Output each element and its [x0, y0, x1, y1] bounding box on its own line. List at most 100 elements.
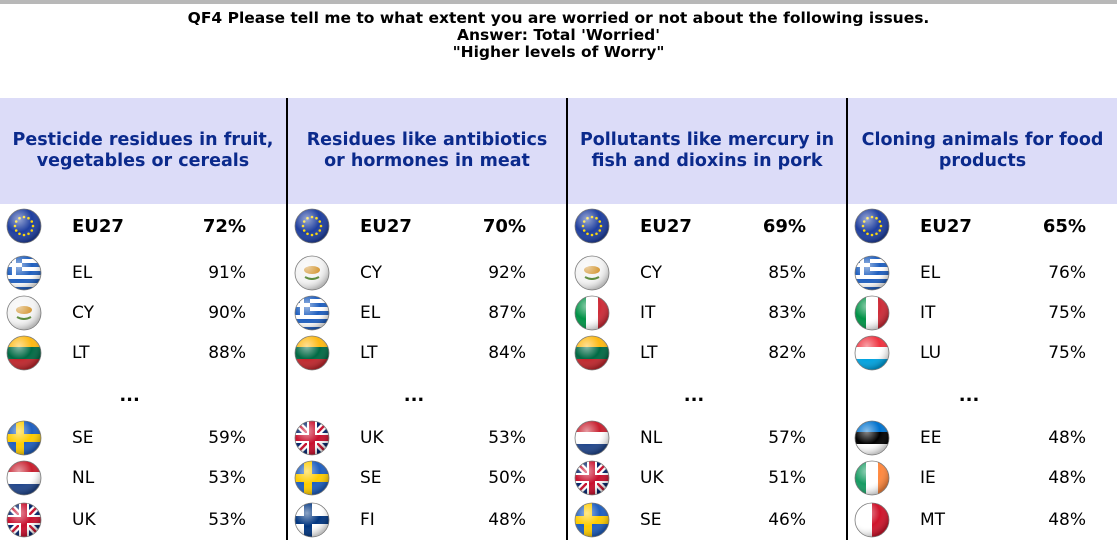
value-label: 84%: [488, 343, 526, 363]
value-label: 48%: [1048, 468, 1086, 488]
country-code: EU27: [920, 215, 972, 237]
country-code: IT: [920, 303, 936, 323]
italy-flag-icon: [574, 295, 610, 331]
cyprus-flag-icon: [294, 255, 330, 291]
column-header: Residues like antibiotics or hormones in…: [288, 98, 566, 204]
country-code: EL: [360, 303, 381, 323]
value-label: 46%: [768, 510, 806, 530]
country-code: CY: [360, 263, 382, 283]
table-row: UK 53%: [0, 500, 288, 540]
country-code: CY: [640, 263, 662, 283]
country-code: EU27: [360, 215, 412, 237]
table-row: SE 50%: [288, 458, 568, 498]
column-3: Pollutants like mercury in fish and diox…: [568, 98, 848, 540]
malta-flag-icon: [854, 502, 890, 538]
eu-average-row: EU27 65%: [848, 206, 1117, 246]
eu-flag-icon: [6, 208, 42, 244]
greece-flag-icon: [294, 295, 330, 331]
ranking-table: Pesticide residues in fruit, vegetables …: [0, 98, 1117, 540]
value-label: 53%: [208, 468, 246, 488]
value-label: 83%: [768, 303, 806, 323]
ellipsis: ...: [119, 385, 140, 406]
value-label: 88%: [208, 343, 246, 363]
lithuania-flag-icon: [294, 335, 330, 371]
country-code: EE: [920, 428, 942, 448]
chart-title: QF4 Please tell me to what extent you ar…: [0, 10, 1117, 61]
title-line-2: Answer: Total 'Worried': [457, 26, 660, 44]
value-label: 72%: [202, 215, 246, 237]
value-label: 65%: [1042, 215, 1086, 237]
sweden-flag-icon: [574, 502, 610, 538]
greece-flag-icon: [854, 255, 890, 291]
column-divider: [846, 98, 848, 540]
country-code: LT: [640, 343, 658, 363]
value-label: 76%: [1048, 263, 1086, 283]
country-code: CY: [72, 303, 94, 323]
value-label: 85%: [768, 263, 806, 283]
cyprus-flag-icon: [574, 255, 610, 291]
table-row: FI 48%: [288, 500, 568, 540]
country-code: SE: [72, 428, 94, 448]
eu-flag-icon: [574, 208, 610, 244]
country-code: EL: [920, 263, 941, 283]
value-label: 92%: [488, 263, 526, 283]
country-code: NL: [640, 428, 663, 448]
country-code: NL: [72, 468, 95, 488]
table-row: EE 48%: [848, 418, 1117, 458]
column-divider: [286, 98, 288, 540]
table-row: SE 59%: [0, 418, 288, 458]
country-code: FI: [360, 510, 375, 530]
title-line-1: QF4 Please tell me to what extent you ar…: [187, 9, 930, 27]
value-label: 48%: [488, 510, 526, 530]
value-label: 70%: [482, 215, 526, 237]
table-row: EL 76%: [848, 253, 1117, 293]
uk-flag-icon: [294, 420, 330, 456]
finland-flag-icon: [294, 502, 330, 538]
ellipsis: ...: [403, 385, 425, 406]
value-label: 51%: [768, 468, 806, 488]
column-2: Residues like antibiotics or hormones in…: [288, 98, 568, 540]
sweden-flag-icon: [294, 460, 330, 496]
table-row: CY 92%: [288, 253, 568, 293]
country-code: SE: [360, 468, 382, 488]
value-label: 59%: [208, 428, 246, 448]
column-header: Cloning animals for food products: [848, 98, 1117, 204]
netherlands-flag-icon: [574, 420, 610, 456]
country-code: MT: [920, 510, 946, 530]
country-code: EU27: [640, 215, 692, 237]
country-code: LT: [360, 343, 378, 363]
value-label: 50%: [488, 468, 526, 488]
country-code: SE: [640, 510, 662, 530]
eu-flag-icon: [854, 208, 890, 244]
cyprus-flag-icon: [6, 295, 42, 331]
country-code: UK: [640, 468, 664, 488]
title-line-3: "Higher levels of Worry": [452, 43, 665, 61]
value-label: 48%: [1048, 428, 1086, 448]
table-row: NL 53%: [0, 458, 288, 498]
eu-flag-icon: [294, 208, 330, 244]
uk-flag-icon: [6, 502, 42, 538]
table-row: LT 84%: [288, 333, 568, 373]
value-label: 53%: [208, 510, 246, 530]
sweden-flag-icon: [6, 420, 42, 456]
lithuania-flag-icon: [574, 335, 610, 371]
eu-average-row: EU27 70%: [288, 206, 568, 246]
ellipsis: ...: [683, 385, 705, 406]
country-code: UK: [360, 428, 384, 448]
country-code: UK: [72, 510, 96, 530]
value-label: 57%: [768, 428, 806, 448]
uk-flag-icon: [574, 460, 610, 496]
greece-flag-icon: [6, 255, 42, 291]
country-code: EU27: [72, 215, 124, 237]
lithuania-flag-icon: [6, 335, 42, 371]
table-row: UK 51%: [568, 458, 848, 498]
